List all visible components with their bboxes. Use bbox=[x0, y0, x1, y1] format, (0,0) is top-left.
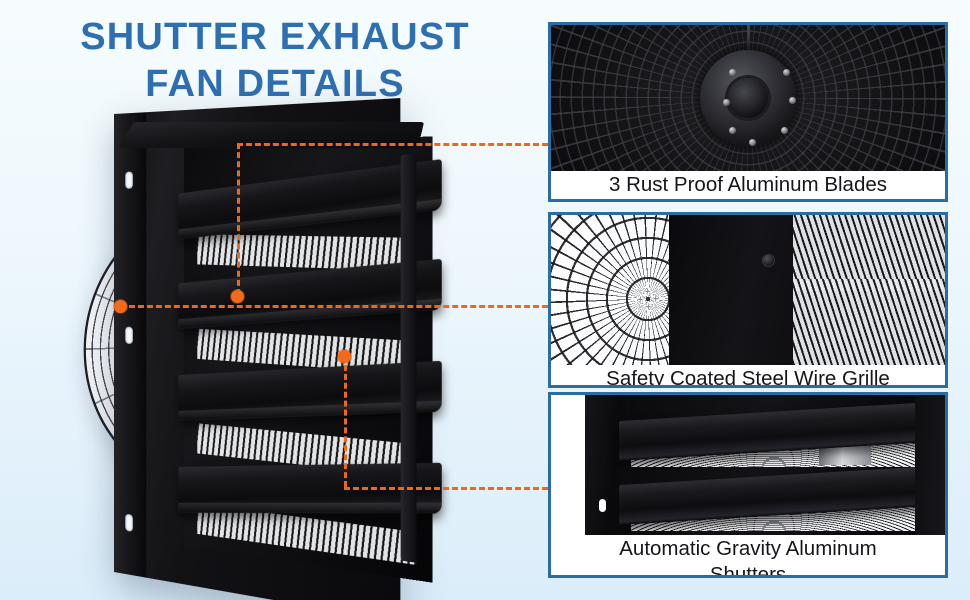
page-title: SHUTTER EXHAUST FAN DETAILS bbox=[40, 14, 510, 108]
hub-bolt bbox=[729, 69, 736, 76]
page-title-line-2: FAN DETAILS bbox=[145, 63, 405, 105]
blades-caption: 3 Rust Proof Aluminum Blades bbox=[551, 171, 945, 199]
callout-grille-marker bbox=[113, 299, 127, 313]
feature-panel-shutters[interactable]: Automatic Gravity Aluminum Shutters bbox=[548, 392, 948, 578]
grille-caption: Safety Coated Steel Wire Grille bbox=[551, 365, 945, 388]
blade-slats bbox=[793, 215, 945, 291]
shutters-caption-line-2: Shutters bbox=[709, 563, 787, 578]
housing-screw bbox=[763, 255, 774, 266]
callout-blades-marker bbox=[230, 289, 244, 303]
feature-panel-grille[interactable]: Safety Coated Steel Wire Grille bbox=[548, 212, 948, 388]
housing-right-post bbox=[915, 395, 945, 535]
hub-bolt bbox=[783, 69, 790, 76]
callout-blades-line-horizontal bbox=[237, 143, 548, 146]
louver-side-rail bbox=[400, 154, 417, 563]
shutters-caption: Automatic Gravity Aluminum Shutters bbox=[551, 535, 945, 578]
grille-caption-line-1: Safety Coated Steel Wire Grille bbox=[606, 367, 890, 388]
shutters-caption-line-1: Automatic Gravity Aluminum bbox=[619, 537, 877, 560]
motor-hub bbox=[700, 50, 796, 146]
housing-hole bbox=[599, 499, 606, 512]
shutters-photo bbox=[551, 395, 945, 535]
hub-bolt bbox=[729, 127, 736, 134]
blades-photo bbox=[551, 25, 945, 171]
callout-shutters-marker bbox=[337, 349, 351, 363]
page-title-line-1: SHUTTER EXHAUST bbox=[80, 16, 470, 58]
product-image bbox=[62, 98, 482, 600]
blade-slats bbox=[793, 279, 945, 365]
fan-louver-assembly bbox=[178, 136, 442, 583]
callout-blades-line-vertical bbox=[237, 143, 240, 295]
grille-photo bbox=[551, 215, 945, 365]
grille-stem bbox=[746, 25, 750, 59]
mounting-hole bbox=[125, 326, 133, 345]
hub-bolt bbox=[789, 97, 796, 104]
hub-bolt bbox=[749, 139, 756, 146]
hub-bolt bbox=[723, 99, 730, 106]
blades-caption-line-1: 3 Rust Proof Aluminum Blades bbox=[608, 173, 888, 196]
callout-shutters-line-vertical bbox=[344, 356, 347, 487]
mounting-hole bbox=[125, 171, 133, 189]
mounting-hole bbox=[125, 513, 133, 532]
hub-bolt bbox=[781, 127, 788, 134]
feature-panel-blades[interactable]: 3 Rust Proof Aluminum Blades bbox=[548, 22, 948, 202]
callout-shutters-line-horizontal bbox=[344, 487, 548, 490]
callout-grille-line-horizontal bbox=[120, 305, 548, 308]
